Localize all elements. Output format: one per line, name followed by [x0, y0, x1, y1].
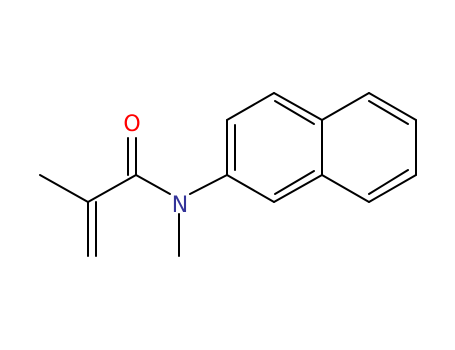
bond-carbonyl-nitrogen — [135, 174, 171, 195]
bond-methyl-c2 — [39, 174, 89, 203]
bond-ring-b-5 — [321, 174, 370, 203]
bond-ring-b-inner-2 — [368, 169, 409, 195]
bond-ring-a-3 — [273, 92, 323, 121]
bond-nitrogen-naphthyl — [189, 174, 228, 195]
bond-ring-a-6 — [226, 174, 275, 203]
nitrogen-label: N — [172, 193, 188, 218]
bond-ring-a-inner-2 — [274, 100, 315, 125]
bond-ring-b-inner-1 — [368, 100, 409, 125]
bond-ring-b-1 — [321, 92, 370, 121]
bond-ring-b-2 — [368, 92, 417, 121]
bond-ring-a-inner-3 — [274, 170, 315, 195]
bond-ring-a-2 — [226, 92, 275, 121]
bond-ring-a-5 — [273, 174, 323, 203]
bond-c2-carbonyl — [87, 174, 137, 203]
bond-ring-b-4 — [368, 174, 417, 203]
oxygen-label: O — [123, 112, 140, 137]
